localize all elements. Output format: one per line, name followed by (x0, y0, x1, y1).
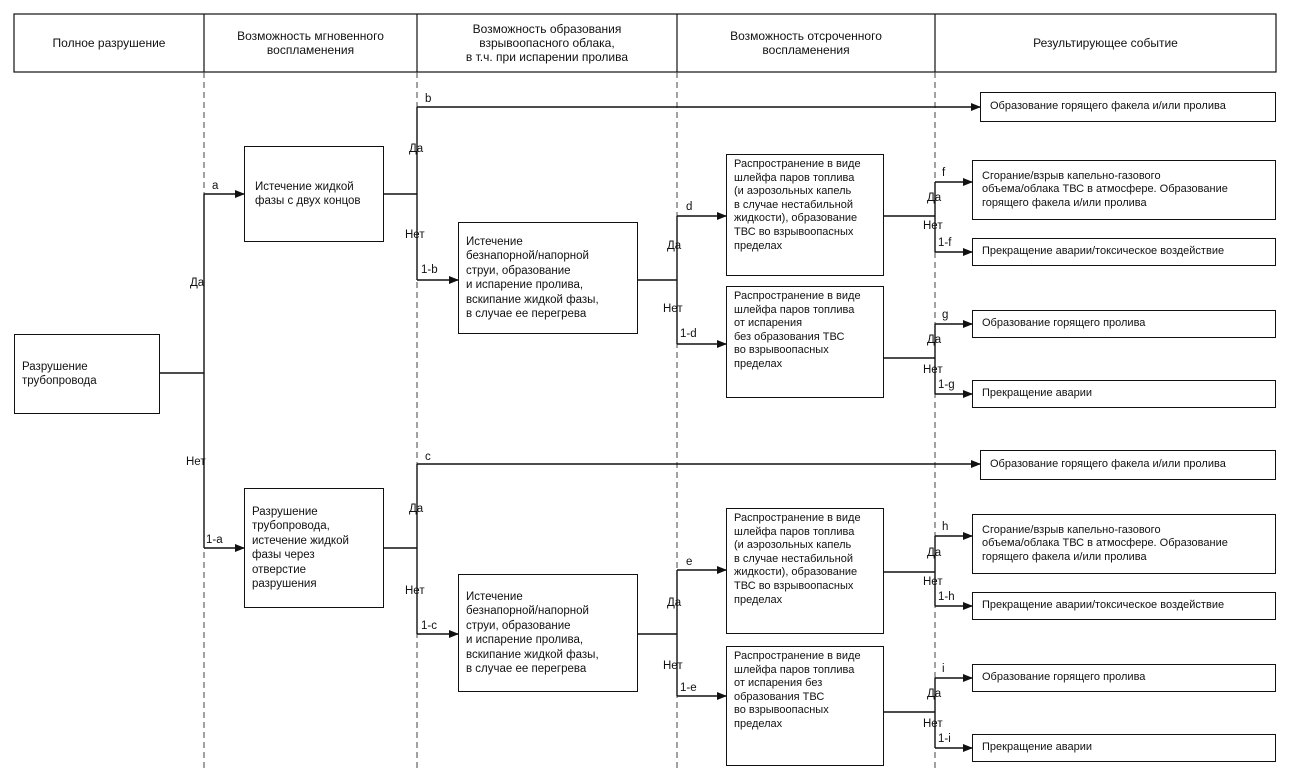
branch-label-i: i (942, 663, 945, 675)
node-pipeline-rupture: Разрушение трубопровода (14, 334, 160, 414)
branch-label-c: c (425, 451, 431, 463)
branch-label-1-d: 1-d (680, 328, 697, 340)
outcome-1-i: Прекращение аварии (972, 734, 1276, 762)
branch-label-no-i: Нет (923, 718, 943, 730)
branch-label-no-f: Нет (923, 220, 943, 232)
branch-label-yes-g: Да (927, 334, 942, 346)
branch-label-1-a: 1-a (206, 534, 223, 546)
header-resulting-event: Результирующее событие (1033, 36, 1178, 50)
branch-label-1-e: 1-e (680, 682, 697, 694)
branch-label-yes-f: Да (927, 192, 942, 204)
header-cloud-formation: Возможность образования взрывоопасного о… (465, 22, 629, 64)
outcome-c: Образование горящего факела и/или пролив… (980, 450, 1276, 480)
branch-label-no-c: Нет (405, 585, 425, 597)
outcome-g: Образование горящего пролива (972, 310, 1276, 338)
branch-label-yes-a: Да (190, 277, 205, 289)
branch-label-yes-e: Да (667, 597, 682, 609)
branch-label-yes-b: Да (409, 143, 424, 155)
branch-label-h: h (942, 521, 949, 533)
branch-label-f: f (942, 167, 946, 179)
branch-label-1-i: 1-i (938, 733, 951, 745)
branch-label-1-c: 1-c (421, 620, 437, 632)
branch-label-1-f: 1-f (938, 237, 952, 249)
branch-label-1-b: 1-b (421, 264, 438, 276)
outcome-i: Образование горящего пролива (972, 664, 1276, 692)
header-full-rupture: Полное разрушение (52, 36, 166, 50)
branch-label-yes-c: Да (409, 503, 424, 515)
branch-label-no-h: Нет (923, 576, 943, 588)
branch-label-1-g: 1-g (938, 379, 955, 391)
header-delayed-ignition: Возможность отсроченного воспламенения (730, 29, 882, 57)
outcome-f: Сгорание/взрыв капельно-газового объема/… (972, 160, 1276, 220)
outcome-1-h: Прекращение аварии/токсическое воздейств… (972, 592, 1276, 620)
branch-label-yes-d: Да (667, 240, 682, 252)
header-instant-ignition: Возможность мгновенного воспламенения (237, 29, 384, 57)
outcome-b: Образование горящего факела и/или пролив… (980, 92, 1276, 122)
outcome-1-g: Прекращение аварии (972, 380, 1276, 408)
branch-label-no-b: Нет (405, 229, 425, 241)
outcome-1-f: Прекращение аварии/токсическое воздейств… (972, 238, 1276, 266)
node-plume-novcs-lower: Распространение в виде шлейфа паров топл… (726, 646, 884, 766)
node-jet-lower: Истечение безнапорной/напорной струи, об… (458, 574, 638, 692)
node-plume-vcs-lower: Распространение в виде шлейфа паров топл… (726, 508, 884, 634)
branch-label-1-h: 1-h (938, 591, 955, 603)
branch-label-no-g: Нет (923, 364, 943, 376)
node-plume-vcs-upper: Распространение в виде шлейфа паров топл… (726, 154, 884, 276)
branch-label-no-e: Нет (663, 660, 683, 672)
branch-label-no-d: Нет (663, 303, 683, 315)
branch-label-a: a (212, 180, 219, 192)
node-plume-novcs-upper: Распространение в виде шлейфа паров топл… (726, 286, 884, 398)
branch-label-yes-h: Да (927, 547, 942, 559)
branch-label-d: d (686, 201, 693, 213)
node-jet-upper: Истечение безнапорной/напорной струи, об… (458, 222, 638, 334)
branch-label-b: b (425, 93, 432, 105)
branch-label-no-a: Нет (186, 456, 206, 468)
node-liquid-two-ends: Истечение жидкой фазы с двух концов (244, 146, 384, 242)
branch-label-e: e (686, 556, 693, 568)
branch-label-yes-i: Да (927, 688, 942, 700)
outcome-h: Сгорание/взрыв капельно-газового объема/… (972, 514, 1276, 574)
branch-label-g: g (942, 309, 949, 321)
node-rupture-opening: Разрушение трубопровода, истечение жидко… (244, 488, 384, 608)
